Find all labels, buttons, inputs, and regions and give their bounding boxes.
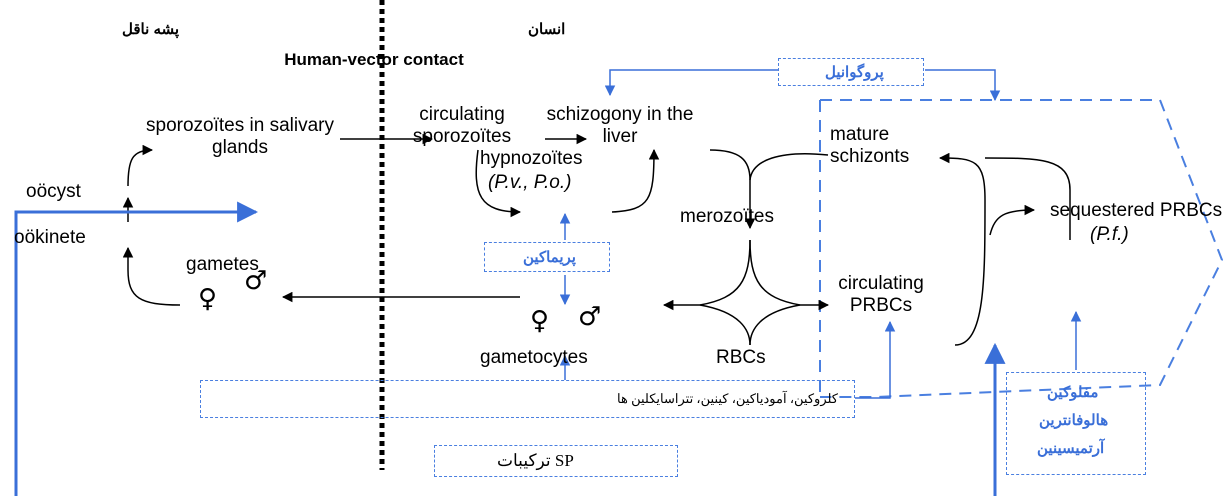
circulating-sporozoites-label: circulating sporozoïtes bbox=[412, 104, 512, 147]
gametes-female-symbol: ♀ bbox=[198, 284, 218, 314]
vector-header: پشه ناقل bbox=[122, 21, 180, 38]
proguanil-label: پروگوانیل bbox=[825, 64, 884, 81]
proguanil-box: پروگوانیل bbox=[778, 58, 924, 86]
contact-header: Human-vector contact bbox=[284, 50, 464, 69]
hypnozoites-label: hypnozoïtes bbox=[480, 148, 583, 169]
chloroquine-box: کلروکین، آمودیاکین، کینین، تتراسایکلین ه… bbox=[200, 380, 855, 418]
arrow-sp-long bbox=[14, 201, 259, 496]
gametocytes-male-symbol: ♂ bbox=[578, 302, 602, 332]
arrow-gametes-to-ookinete bbox=[122, 246, 181, 306]
arrow-to-hypnozoites bbox=[475, 149, 522, 218]
primaquine-label: پریماکین bbox=[523, 249, 576, 266]
sporozoites-glands-label: sporozoïtes in salivary glands bbox=[146, 115, 334, 158]
sequestered-species: (P.f.) bbox=[1090, 224, 1129, 245]
halofantrine-label: هالوفانترین bbox=[1039, 412, 1109, 429]
sequestered-label: sequestered PRBCs bbox=[1050, 200, 1223, 221]
primaquine-box: پریماکین bbox=[484, 242, 610, 272]
arrow-proguanil-left bbox=[604, 69, 778, 97]
arrow-to-sequestered bbox=[989, 204, 1036, 236]
hypnozoites-species: (P.v., P.o.) bbox=[488, 172, 572, 193]
oocyst-label: oöcyst bbox=[26, 181, 81, 202]
arrow-proguanil-right bbox=[925, 69, 1001, 102]
artemisinin-label: آرتمیسینین bbox=[1037, 440, 1105, 457]
arrow-chloroquine-right bbox=[855, 320, 896, 399]
mature-schizonts-label: mature schizonts bbox=[830, 124, 910, 167]
rbcs-label: RBCs bbox=[716, 347, 766, 368]
gametocytes-female-symbol: ♀ bbox=[530, 306, 550, 336]
mefloquine-box: مفلوکین هالوفانترین آرتمیسینین bbox=[1006, 372, 1146, 475]
arrow-hypno-to-schizo bbox=[611, 148, 660, 213]
circulating-prbcs-label: circulating PRBCs bbox=[838, 273, 924, 316]
gametes-label: gametes bbox=[186, 254, 259, 275]
arrow-oocyst-to-glands bbox=[127, 144, 154, 187]
mefloquine-label: مفلوکین bbox=[1047, 384, 1099, 401]
chloroquine-label: کلروکین، آمودیاکین، کینین، تتراسایکلین ه… bbox=[617, 391, 838, 406]
schizogony-label: schizogony in the liver bbox=[546, 104, 694, 147]
sp-box: ترکیبات SP bbox=[434, 445, 678, 477]
gametocytes-label: gametocytes bbox=[480, 347, 588, 368]
human-header: انسان bbox=[528, 21, 566, 38]
gametes-male-symbol: ♂ bbox=[244, 266, 268, 296]
blood-stage-region bbox=[820, 99, 1224, 398]
ookinete-label: oökinete bbox=[14, 227, 86, 248]
sp-label: ترکیبات SP bbox=[497, 451, 574, 470]
arrow-to-mature-schizonts bbox=[938, 152, 986, 346]
merozoites-label: merozoïtes bbox=[680, 206, 774, 227]
